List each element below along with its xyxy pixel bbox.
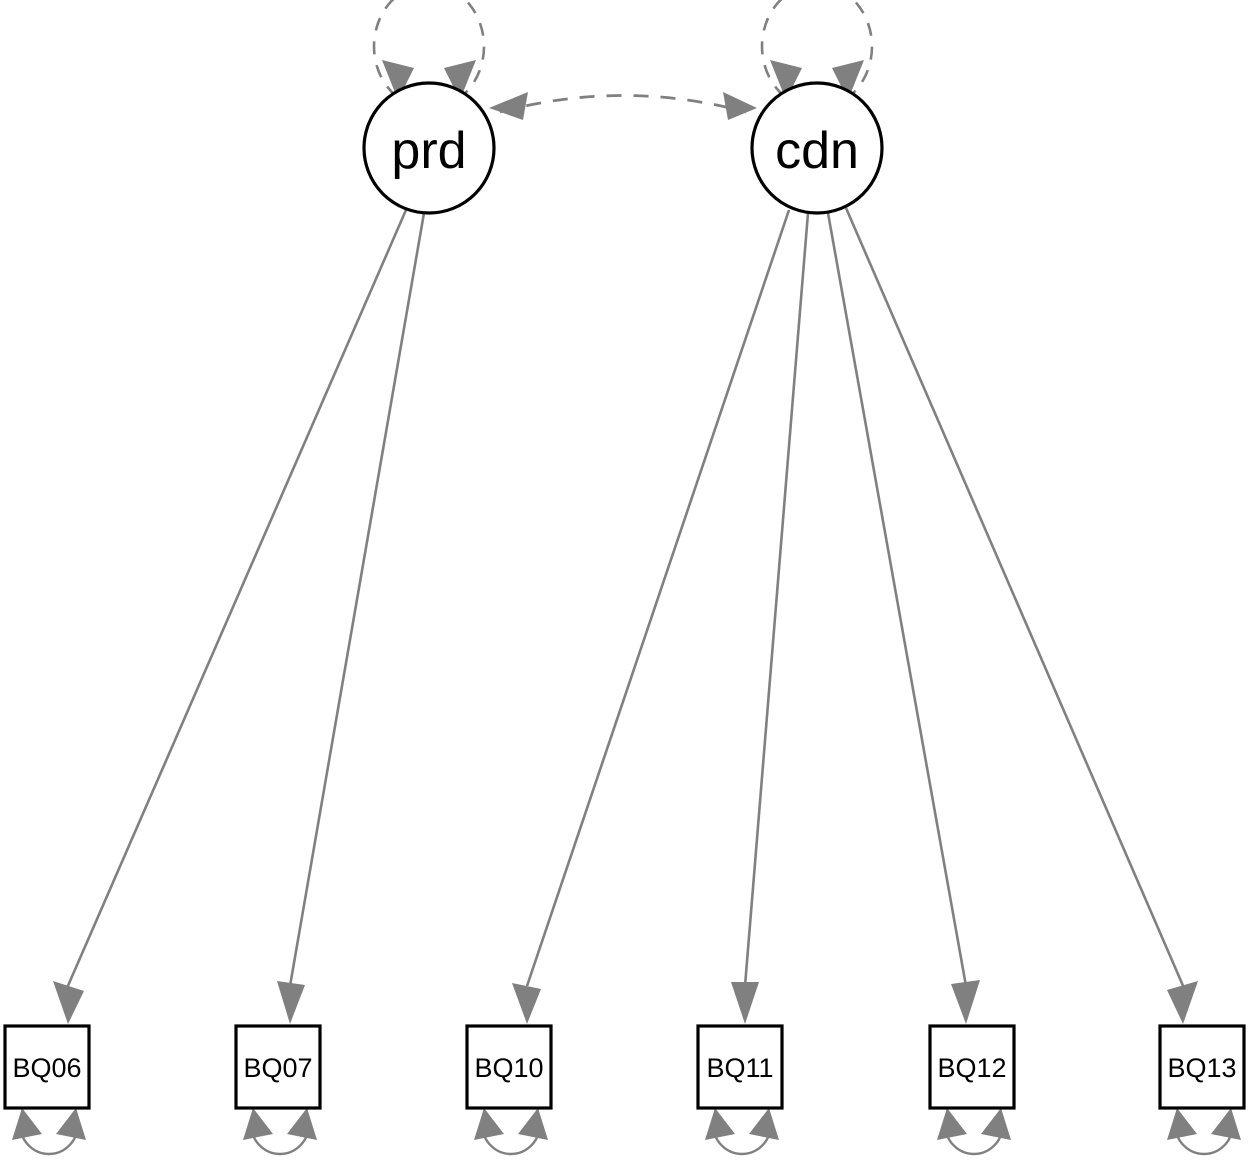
- residual-loop-BQ10[interactable]: [474, 1108, 548, 1156]
- residual-loop-BQ13[interactable]: [1167, 1108, 1241, 1156]
- loading-edges: [53, 207, 1198, 1024]
- latent-node-cdn[interactable]: cdn: [750, 81, 884, 215]
- loading-edge-cdn-BQ11[interactable]: [731, 212, 810, 1024]
- residual-loop-BQ06[interactable]: [12, 1108, 86, 1156]
- observed-label-BQ06: BQ06: [12, 1053, 81, 1083]
- observed-node-BQ10[interactable]: BQ10: [465, 1024, 553, 1110]
- loading-edge-cdn-BQ12[interactable]: [826, 212, 980, 1024]
- latent-node-prd[interactable]: prd: [362, 81, 496, 215]
- residual-loop-BQ07[interactable]: [243, 1108, 317, 1156]
- observed-label-BQ07: BQ07: [243, 1053, 312, 1083]
- observed-node-BQ13[interactable]: BQ13: [1158, 1024, 1246, 1110]
- loading-edge-prd-BQ07[interactable]: [277, 212, 426, 1024]
- residual-loop-BQ11[interactable]: [705, 1108, 779, 1156]
- observed-node-BQ12[interactable]: BQ12: [928, 1024, 1016, 1110]
- variance-loop-prd[interactable]: [372, 0, 486, 100]
- variance-loop-cdn[interactable]: [760, 0, 874, 100]
- observed-nodes: BQ06 BQ07 BQ10 BQ11 BQ12 BQ13: [3, 1024, 1246, 1110]
- latent-label-cdn: cdn: [775, 122, 859, 180]
- latent-nodes: prd cdn: [362, 81, 884, 215]
- observed-label-BQ13: BQ13: [1167, 1053, 1236, 1083]
- loading-edge-cdn-BQ10[interactable]: [512, 209, 791, 1024]
- observed-node-BQ07[interactable]: BQ07: [234, 1024, 322, 1110]
- observed-label-BQ10: BQ10: [474, 1053, 543, 1083]
- observed-node-BQ06[interactable]: BQ06: [3, 1024, 91, 1110]
- residual-loop-BQ12[interactable]: [937, 1108, 1011, 1156]
- latent-variance-loops: [372, 0, 874, 100]
- covariance-edge-prd-cdn[interactable]: [489, 92, 757, 120]
- loading-edge-prd-BQ06[interactable]: [53, 209, 408, 1024]
- observed-label-BQ11: BQ11: [706, 1053, 773, 1083]
- observed-label-BQ12: BQ12: [937, 1053, 1006, 1083]
- loading-edge-cdn-BQ13[interactable]: [844, 207, 1198, 1024]
- latent-label-prd: prd: [391, 122, 466, 180]
- residual-variance-loops: [12, 1108, 1241, 1156]
- observed-node-BQ11[interactable]: BQ11: [696, 1024, 784, 1110]
